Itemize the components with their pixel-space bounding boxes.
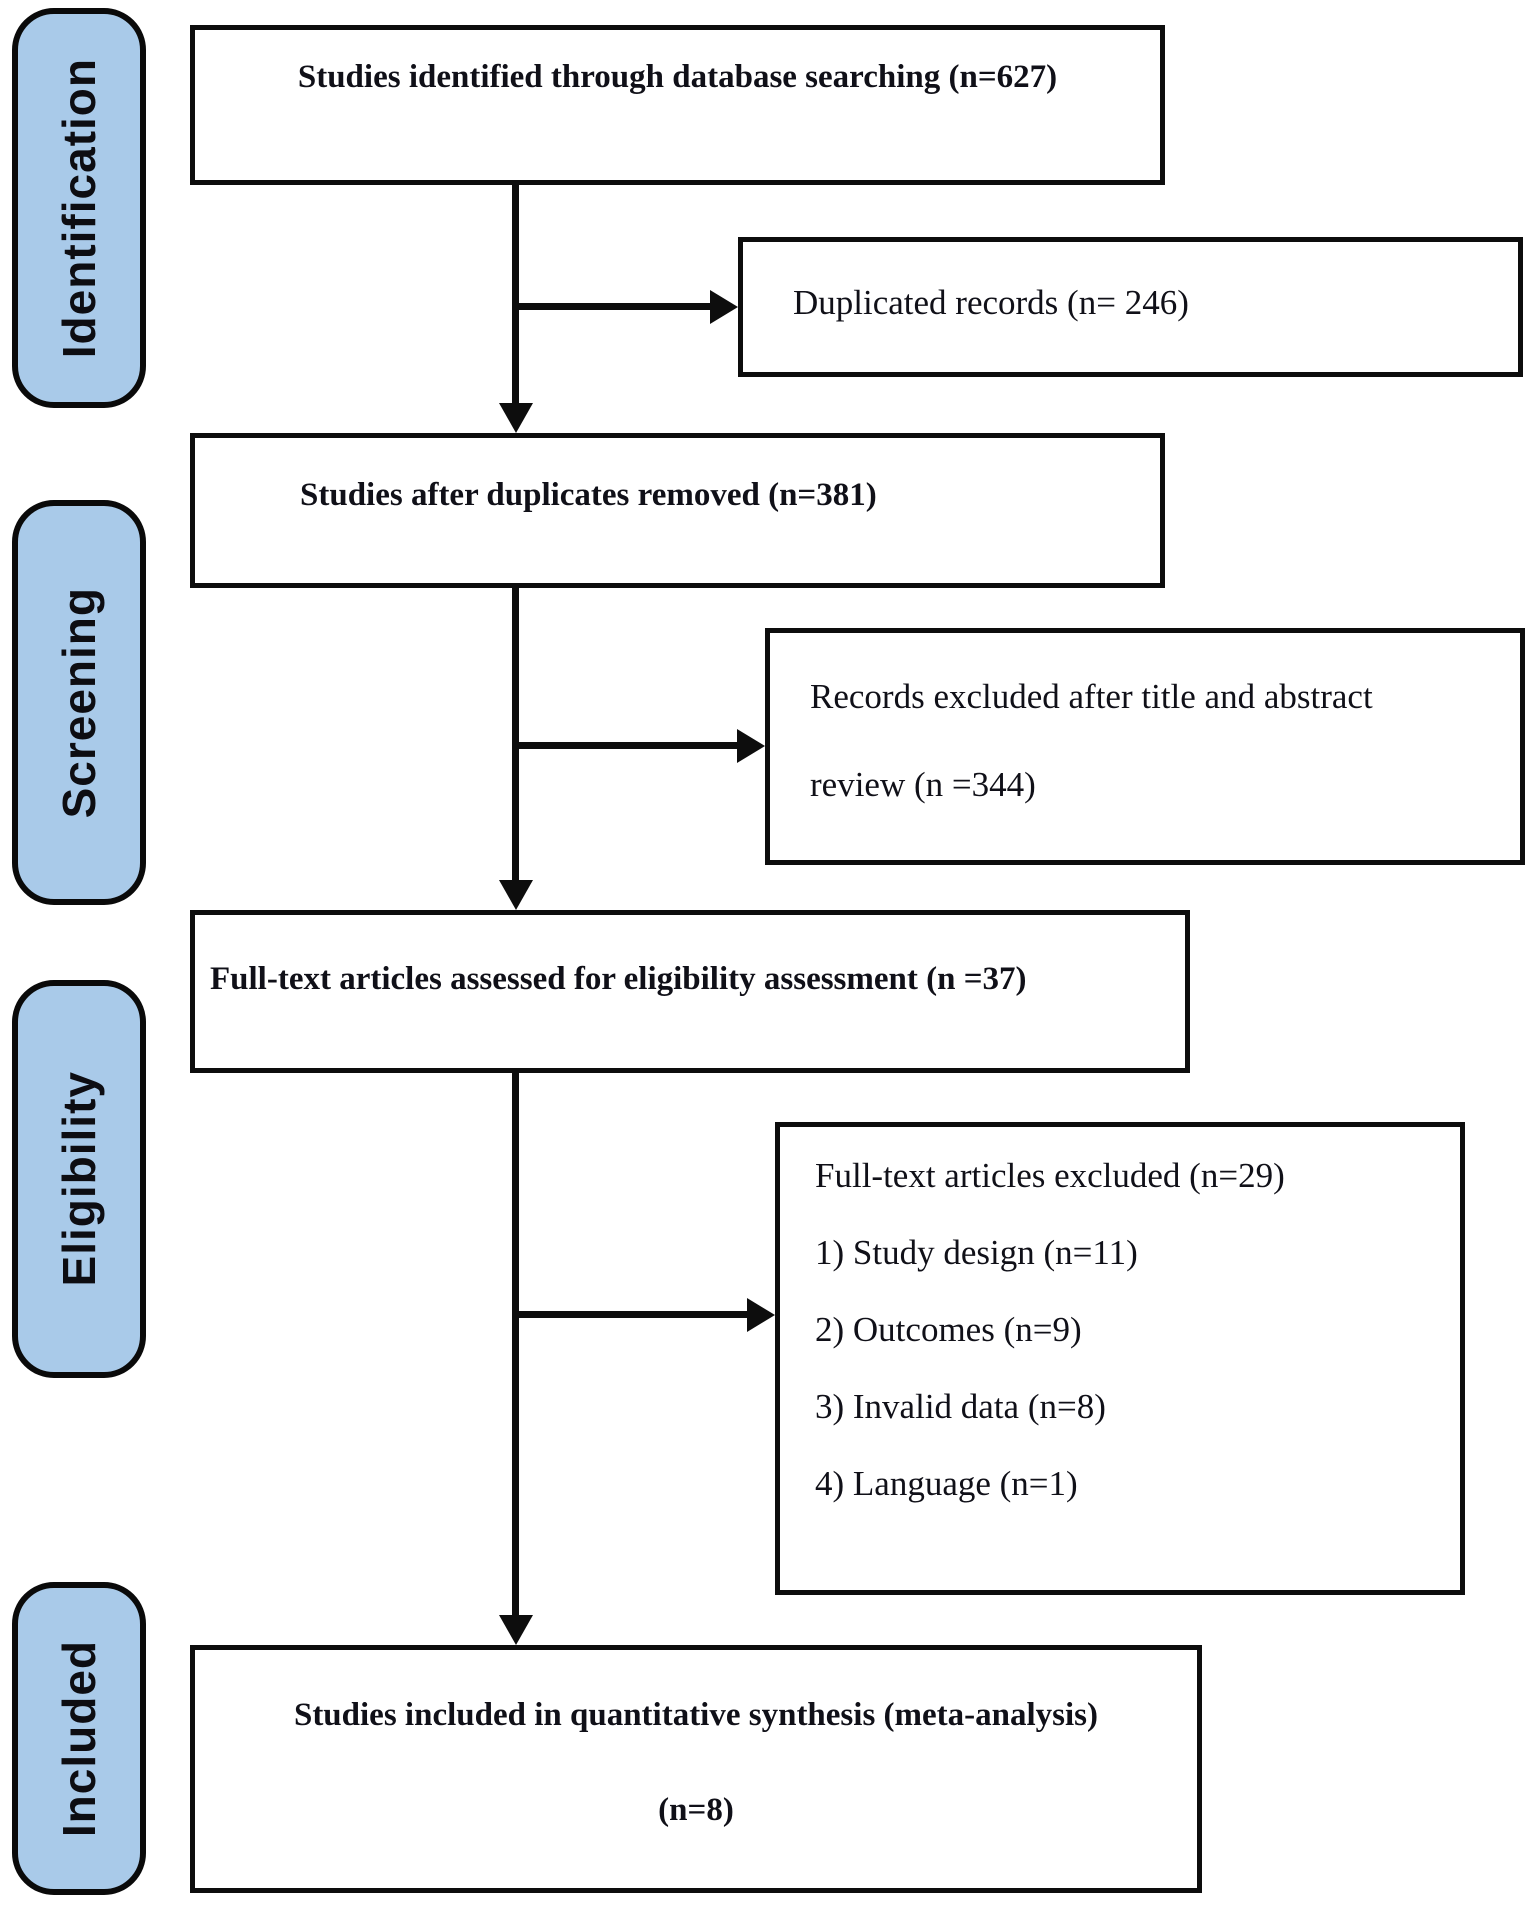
arrow-after-duplicates-to-fulltext-line [512,588,519,881]
fulltext-excluded-reason-3: 3) Invalid data (n=8) [815,1387,1106,1426]
fulltext-excluded-header: Full-text articles excluded (n=29) [815,1156,1285,1195]
stage-identification-label: Identification [53,57,105,359]
fulltext-assessed-text: Full-text articles assessed for eligibil… [210,960,1027,997]
records-excluded-line1: Records excluded after title and abstrac… [810,677,1373,716]
box-records-excluded: Records excluded after title and abstrac… [765,628,1525,865]
stage-screening-label: Screening [53,586,105,819]
box-fulltext-excluded: Full-text articles excluded (n=29) 1) St… [775,1122,1465,1595]
arrow-identified-to-after-duplicates-head-icon [499,403,533,433]
box-fulltext-assessed: Full-text articles assessed for eligibil… [190,910,1190,1073]
arrow-to-records-excluded-head-icon [737,729,765,763]
arrow-fulltext-to-included-head-icon [499,1615,533,1645]
stage-included: Included [12,1582,146,1895]
box-after-duplicates: Studies after duplicates removed (n=381) [190,433,1165,588]
arrow-to-fulltext-excluded-head-icon [747,1298,775,1332]
arrow-to-records-excluded-line [512,742,737,749]
box-studies-included: Studies included in quantitative synthes… [190,1645,1202,1893]
fulltext-excluded-reason-2: 2) Outcomes (n=9) [815,1310,1082,1349]
arrow-to-duplicated-records-line [512,303,710,310]
arrow-to-duplicated-records-head-icon [710,290,738,324]
stage-eligibility: Eligibility [12,980,146,1378]
records-excluded-line2: review (n =344) [810,765,1036,804]
after-duplicates-text: Studies after duplicates removed (n=381) [300,477,877,513]
studies-included-line1: Studies included in quantitative synthes… [293,1697,1099,1733]
studies-identified-text: Studies identified through database sear… [297,59,1058,95]
arrow-after-duplicates-to-fulltext-head-icon [499,880,533,910]
arrow-fulltext-to-included-line [512,1073,519,1616]
box-studies-identified: Studies identified through database sear… [190,25,1165,185]
stage-identification: Identification [12,8,146,408]
arrow-to-fulltext-excluded-line [512,1311,747,1318]
fulltext-excluded-reason-1: 1) Study design (n=11) [815,1233,1138,1272]
box-duplicated-records: Duplicated records (n= 246) [738,237,1523,377]
stage-included-label: Included [53,1639,105,1838]
duplicated-records-text: Duplicated records (n= 246) [793,283,1189,322]
stage-screening: Screening [12,500,146,905]
stage-eligibility-label: Eligibility [53,1071,105,1287]
studies-included-line2: (n=8) [658,1792,734,1828]
arrow-identified-to-after-duplicates-line [512,185,519,405]
fulltext-excluded-reason-4: 4) Language (n=1) [815,1464,1078,1503]
